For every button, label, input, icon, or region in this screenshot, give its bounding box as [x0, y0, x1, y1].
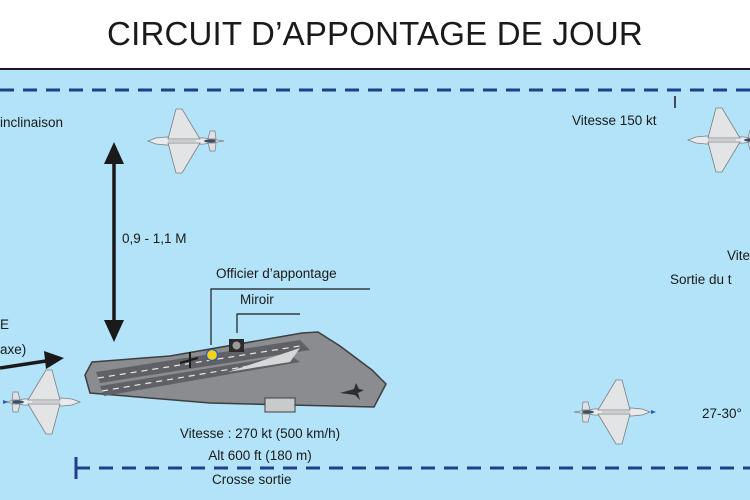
label-right-sortie: Sortie du t [670, 272, 732, 287]
label-inclinaison: inclinaison [0, 115, 64, 130]
miroir-callout-line [236, 313, 300, 333]
label-miroir: Miroir [240, 292, 274, 307]
rafale-jet-icon [687, 107, 750, 173]
label-altitude-band: 0,9 - 1,1 M [122, 231, 187, 246]
rafale-jet-icon [3, 369, 81, 435]
arresting-jet-icon [179, 352, 199, 368]
title-bar: CIRCUIT D’APPONTAGE DE JOUR [0, 0, 750, 70]
label-officier: Officier d’appontage [216, 266, 337, 281]
rafale-jet-icon [573, 379, 651, 445]
label-angle: 27-30° [702, 406, 742, 421]
mirror-icon [229, 339, 244, 352]
approach-arrow-icon [0, 351, 64, 370]
jet-exhaust-icon [651, 410, 656, 414]
label-vitesse-270: Vitesse : 270 kt (500 km/h) [179, 426, 341, 441]
label-vitesse-150: Vitesse 150 kt [572, 113, 657, 128]
label-right-vite: Vite [727, 248, 750, 263]
label-alt-600: Alt 600 ft (180 m) [208, 448, 312, 463]
circuit-diagram [0, 88, 750, 479]
officer-marker-icon [205, 348, 219, 362]
rafale-jet-icon [147, 108, 225, 174]
carrier-icon [84, 331, 387, 413]
label-left-e: E [0, 317, 10, 332]
label-crosse: Crosse sortie [212, 472, 292, 487]
jet-exhaust-icon [3, 400, 8, 404]
officier-callout-line [210, 288, 370, 345]
page-title: CIRCUIT D’APPONTAGE DE JOUR [107, 15, 643, 52]
label-left-axe: axe) [0, 342, 27, 357]
double-arrow-icon [104, 142, 124, 342]
